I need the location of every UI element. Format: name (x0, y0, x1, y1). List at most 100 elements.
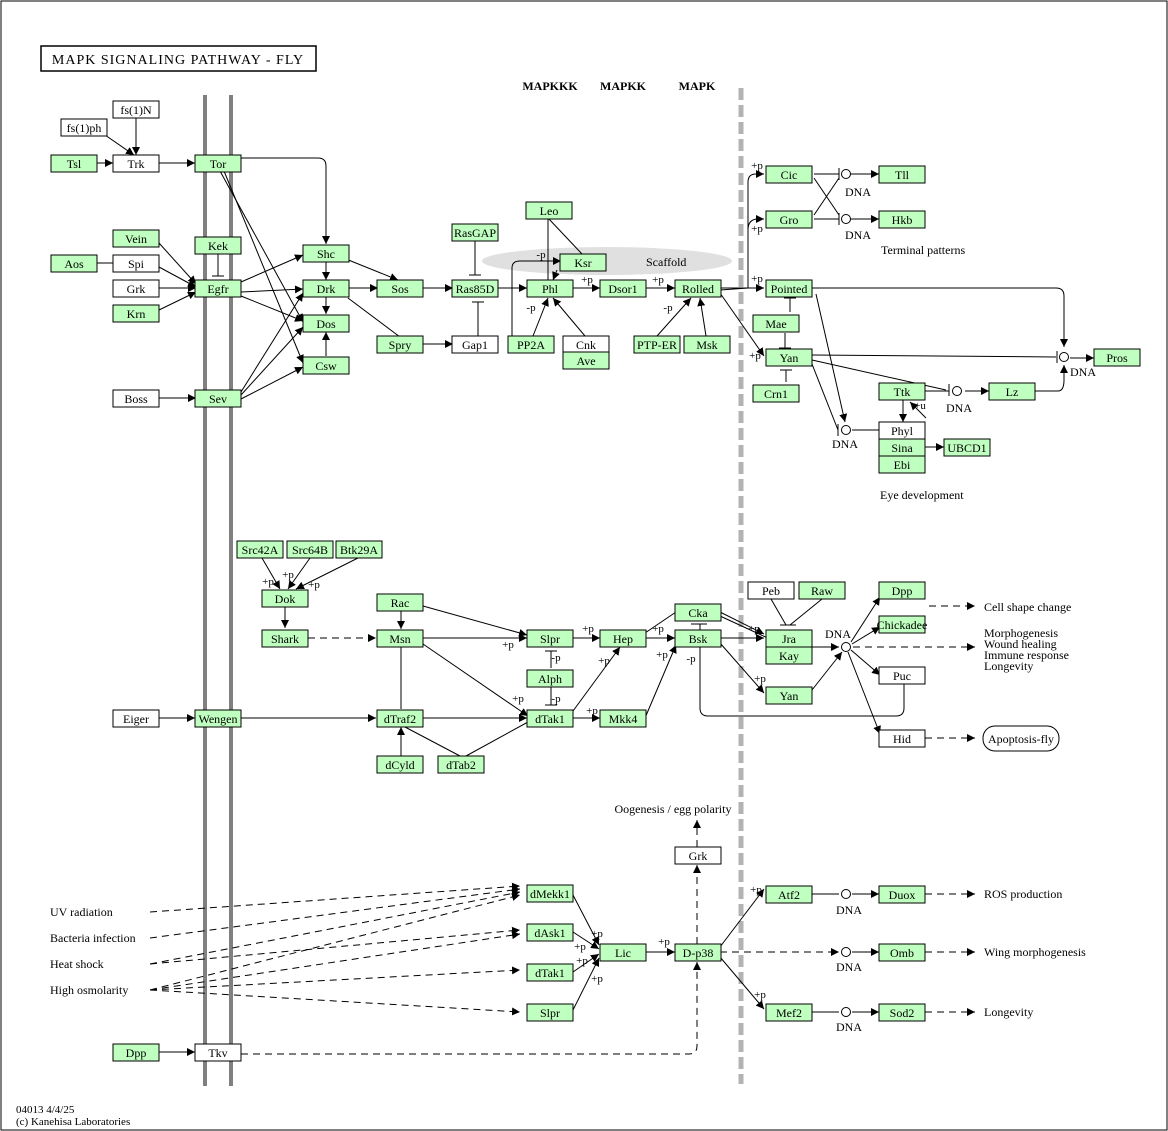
gene-box[interactable] (599, 709, 647, 728)
gene-box[interactable] (112, 304, 160, 323)
gene-box[interactable] (112, 154, 160, 173)
gene-box[interactable] (50, 254, 98, 273)
gene-fs-1-n[interactable]: fs(1)N (112, 100, 160, 119)
gene-dcyld[interactable]: dCyld (376, 755, 424, 774)
gene-box[interactable] (236, 540, 284, 559)
gene-box[interactable] (752, 384, 800, 403)
gene-box[interactable] (798, 581, 846, 600)
gene-cic[interactable]: Cic (765, 165, 813, 184)
gene-box[interactable] (562, 351, 610, 370)
gene-spi[interactable]: Spi (112, 254, 160, 273)
gene-tkv[interactable]: Tkv (194, 1043, 242, 1062)
gene-dtraf2[interactable]: dTraf2 (376, 709, 424, 728)
gene-mef2[interactable]: Mef2 (765, 1003, 813, 1022)
gene-box[interactable] (765, 348, 813, 367)
gene-box[interactable] (50, 154, 98, 173)
gene-hid[interactable]: Hid (878, 729, 926, 748)
gene-ubcd1[interactable]: UBCD1 (943, 438, 991, 457)
gene-yan[interactable]: Yan (765, 348, 813, 367)
gene-boss[interactable]: Boss (112, 389, 160, 408)
gene-box[interactable] (261, 589, 309, 608)
gene-box[interactable] (194, 154, 242, 173)
gene-box[interactable] (674, 279, 722, 298)
gene-dpp[interactable]: Dpp (112, 1043, 160, 1062)
gene-box[interactable] (112, 389, 160, 408)
gene-box[interactable] (878, 382, 926, 401)
gene-rasgap[interactable]: RasGAP (451, 223, 499, 242)
gene-box[interactable] (437, 755, 485, 774)
gene-box[interactable] (112, 709, 160, 728)
gene-box[interactable] (765, 1003, 813, 1022)
gene-box[interactable] (878, 210, 926, 229)
gene-box[interactable] (747, 581, 795, 600)
gene-rac[interactable]: Rac (376, 593, 424, 612)
gene-sos[interactable]: Sos (376, 279, 424, 298)
gene-box[interactable] (878, 885, 926, 904)
gene-box[interactable] (878, 455, 926, 474)
gene-alph[interactable]: Alph (526, 669, 574, 688)
gene-box[interactable] (376, 629, 424, 648)
gene-btk29a[interactable]: Btk29A (335, 540, 383, 559)
gene-box[interactable] (674, 603, 722, 622)
gene-hkb[interactable]: Hkb (878, 210, 926, 229)
gene-box[interactable] (526, 629, 574, 648)
gene-msk[interactable]: Msk (683, 335, 731, 354)
gene-ebi[interactable]: Ebi (878, 455, 926, 474)
gene-kay[interactable]: Kay (765, 646, 813, 665)
gene-ras85d[interactable]: Ras85D (451, 279, 499, 298)
gene-box[interactable] (1093, 348, 1141, 367)
gene-shark[interactable]: Shark (261, 629, 309, 648)
gene-box[interactable] (261, 629, 309, 648)
gene-ksr[interactable]: Ksr (559, 253, 607, 272)
gene-mae[interactable]: Mae (752, 314, 800, 333)
gene-box[interactable] (376, 335, 424, 354)
gene-box[interactable] (765, 686, 813, 705)
gene-atf2[interactable]: Atf2 (765, 885, 813, 904)
gene-box[interactable] (878, 666, 926, 685)
gene-box[interactable] (451, 279, 499, 298)
gene-eiger[interactable]: Eiger (112, 709, 160, 728)
gene-dtak1[interactable]: dTak1 (526, 963, 574, 982)
gene-vein[interactable]: Vein (112, 229, 160, 248)
gene-box[interactable] (559, 253, 607, 272)
gene-shc[interactable]: Shc (302, 244, 350, 263)
gene-box[interactable] (878, 1003, 926, 1022)
gene-leo[interactable]: Leo (525, 201, 573, 220)
gene-sev[interactable]: Sev (194, 389, 242, 408)
gene-krn[interactable]: Krn (112, 304, 160, 323)
gene-dmekk1[interactable]: dMekk1 (526, 884, 574, 903)
gene-box[interactable] (526, 1003, 574, 1022)
gene-slpr[interactable]: Slpr (526, 1003, 574, 1022)
gene-drk[interactable]: Drk (302, 279, 350, 298)
gene-box[interactable] (451, 223, 499, 242)
gene-tsl[interactable]: Tsl (50, 154, 98, 173)
gene-ave[interactable]: Ave (562, 351, 610, 370)
gene-box[interactable] (376, 755, 424, 774)
gene-box[interactable] (526, 923, 574, 942)
gene-box[interactable] (376, 709, 424, 728)
gene-slpr[interactable]: Slpr (526, 629, 574, 648)
gene-dsor1[interactable]: Dsor1 (599, 279, 647, 298)
gene-dos[interactable]: Dos (302, 314, 350, 333)
gene-sod2[interactable]: Sod2 (878, 1003, 926, 1022)
gene-crn1[interactable]: Crn1 (752, 384, 800, 403)
gene-lz[interactable]: Lz (988, 382, 1036, 401)
gene-box[interactable] (674, 846, 722, 865)
gene-fs-1-ph[interactable]: fs(1)ph (60, 118, 108, 137)
gene-box[interactable] (765, 646, 813, 665)
gene-dtab2[interactable]: dTab2 (437, 755, 485, 774)
gene-pointed[interactable]: Pointed (765, 279, 813, 298)
gene-ptp-er[interactable]: PTP-ER (633, 335, 681, 354)
gene-box[interactable] (599, 943, 647, 962)
gene-trk[interactable]: Trk (112, 154, 160, 173)
gene-ttk[interactable]: Ttk (878, 382, 926, 401)
gene-dask1[interactable]: dAsk1 (526, 923, 574, 942)
gene-box[interactable] (112, 1043, 160, 1062)
gene-box[interactable] (335, 540, 383, 559)
gene-box[interactable] (878, 943, 926, 962)
gene-box[interactable] (112, 254, 160, 273)
gene-grk[interactable]: Grk (674, 846, 722, 865)
gene-chickadee[interactable]: Chickadee (877, 615, 928, 634)
gene-box[interactable] (599, 629, 647, 648)
gene-box[interactable] (194, 389, 242, 408)
